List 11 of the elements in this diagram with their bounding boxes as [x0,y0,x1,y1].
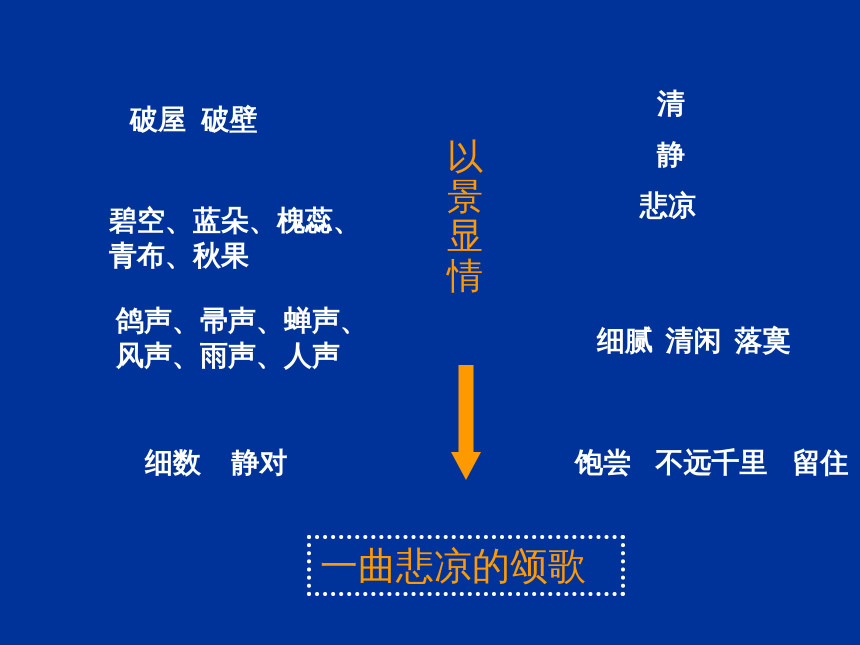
text-label: 静 [657,137,685,172]
text-label: 破屋 破壁 [130,102,258,137]
text-label: 碧空、蓝朵、槐蕊、青布、秋果 [109,203,362,273]
text-label: 鸽声、帚声、蝉声、风声、雨声、人声 [116,303,369,373]
text-label: 悲凉 [640,188,696,223]
text-label: 细腻 清闲 落寞 [597,323,790,358]
text-label: 细数 静对 [145,445,288,480]
text-label: 饱尝 不远千里 留住 [575,445,848,480]
summary-box: 一曲悲凉的颂歌 [307,535,625,596]
vertical-heading: 以景显情 [447,138,483,296]
text-label: 清 [657,86,685,121]
